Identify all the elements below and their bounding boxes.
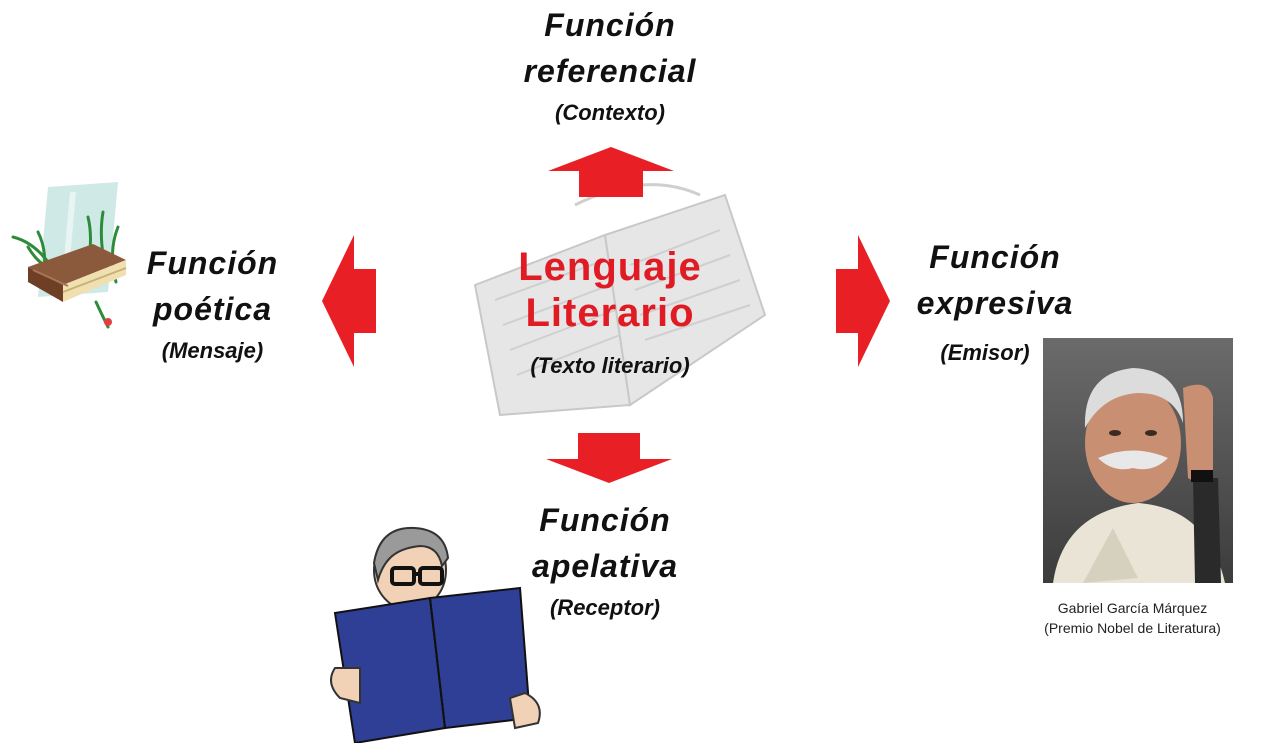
function-expresiva-line1: Función [929,239,1061,275]
arrow-down [546,433,672,483]
function-expresiva-line2: expresiva [916,285,1074,321]
photo-caption: Gabriel García Márquez (Premio Nobel de … [1000,598,1265,638]
author-portrait-photo [1043,338,1233,583]
photo-caption-name: Gabriel García Márquez [1057,600,1208,616]
arrow-left [322,235,376,367]
function-expresiva-sub: (Emisor) [940,340,1030,365]
function-apelativa-line2: apelativa [532,548,678,584]
arrow-up [548,147,674,197]
function-apelativa-sub: (Receptor) [549,595,660,620]
function-expresiva: Función expresiva [900,234,1090,326]
function-poetica-line1: Función [146,245,279,281]
center-title-line1: Lenguaje [518,245,702,289]
open-book-watermark-icon [473,183,767,417]
function-poetica-sub: (Mensaje) [161,338,264,363]
photo-caption-award: (Premio Nobel de Literatura) [1044,620,1221,636]
function-apelativa-line1: Función [539,502,671,538]
function-referencial: Función referencial (Contexto) [470,2,750,126]
function-poetica-line2: poética [152,291,273,327]
function-apelativa: Función apelativa (Receptor) [465,497,745,621]
arrow-right [836,235,890,367]
function-poetica: Función poética (Mensaje) [130,240,295,364]
center-title-line2: Literario [525,291,695,335]
man-reading-book-icon [330,526,541,743]
center-title: Lenguaje Literario [480,244,740,336]
center-subtitle: (Texto literario) [530,353,690,378]
function-referencial-line1: Función [544,7,676,43]
function-referencial-sub: (Contexto) [555,100,665,125]
function-referencial-line2: referencial [523,53,697,89]
closed-book-with-grass-icon [11,182,127,329]
